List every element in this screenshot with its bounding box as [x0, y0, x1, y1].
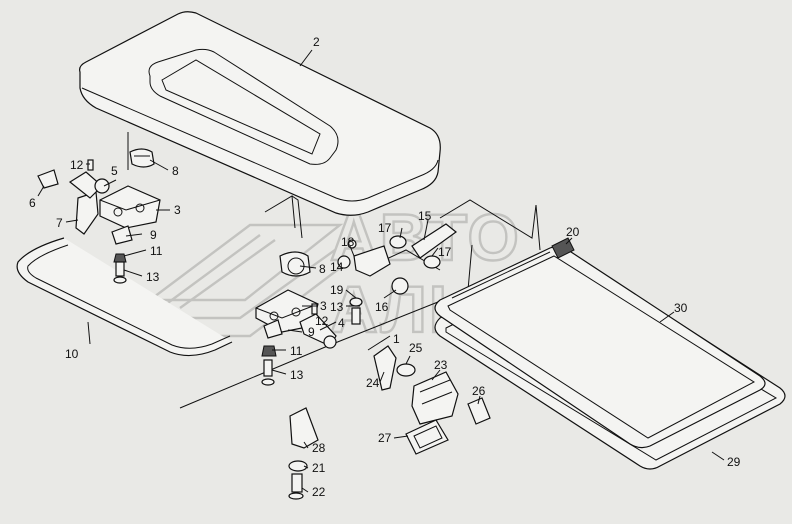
label-19: 19 — [330, 283, 344, 297]
label-7: 7 — [56, 216, 63, 230]
label-17b: 17 — [438, 245, 452, 259]
label-8a: 8 — [172, 164, 179, 178]
label-23: 23 — [434, 358, 448, 372]
label-30: 30 — [674, 301, 688, 315]
hinge-assembly-upper — [37, 148, 161, 284]
label-9b: 9 — [308, 325, 315, 339]
leader-lines — [37, 49, 725, 493]
label-13b: 13 — [330, 300, 344, 314]
label-12b: 12 — [315, 314, 329, 328]
label-3b: 3 — [320, 299, 327, 313]
label-5: 5 — [111, 164, 118, 178]
label-14: 14 — [330, 260, 344, 274]
lock-assembly — [288, 345, 491, 500]
label-4: 4 — [338, 316, 345, 330]
label-17a: 17 — [378, 221, 392, 235]
label-22: 22 — [312, 485, 326, 499]
label-3a: 3 — [174, 203, 181, 217]
label-16: 16 — [375, 300, 389, 314]
label-25: 25 — [409, 341, 423, 355]
label-6: 6 — [29, 196, 36, 210]
label-11b: 11 — [290, 344, 303, 358]
label-27: 27 — [378, 431, 392, 445]
label-13c: 13 — [290, 368, 304, 382]
label-24: 24 — [366, 376, 380, 390]
label-28: 28 — [312, 441, 326, 455]
label-18: 18 — [341, 235, 355, 249]
part-labels: 2 1 3 3 4 5 6 7 8 8 9 9 10 11 11 12 12 1… — [29, 35, 741, 499]
label-21: 21 — [312, 461, 326, 475]
latch-assembly — [337, 223, 575, 325]
hinge-assembly-lower — [255, 251, 337, 386]
label-9a: 9 — [150, 228, 157, 242]
cover-part — [79, 11, 441, 216]
label-1: 1 — [393, 332, 400, 346]
hose-part — [16, 237, 233, 357]
label-29: 29 — [727, 455, 741, 469]
label-15: 15 — [418, 209, 432, 223]
label-10: 10 — [65, 347, 79, 361]
label-11a: 11 — [150, 244, 163, 258]
label-26: 26 — [472, 384, 486, 398]
label-12a: 12 — [70, 158, 84, 172]
label-13a: 13 — [146, 270, 160, 284]
frame-part — [127, 132, 561, 409]
label-2: 2 — [313, 35, 320, 49]
label-8b: 8 — [319, 262, 326, 276]
label-20: 20 — [566, 225, 580, 239]
